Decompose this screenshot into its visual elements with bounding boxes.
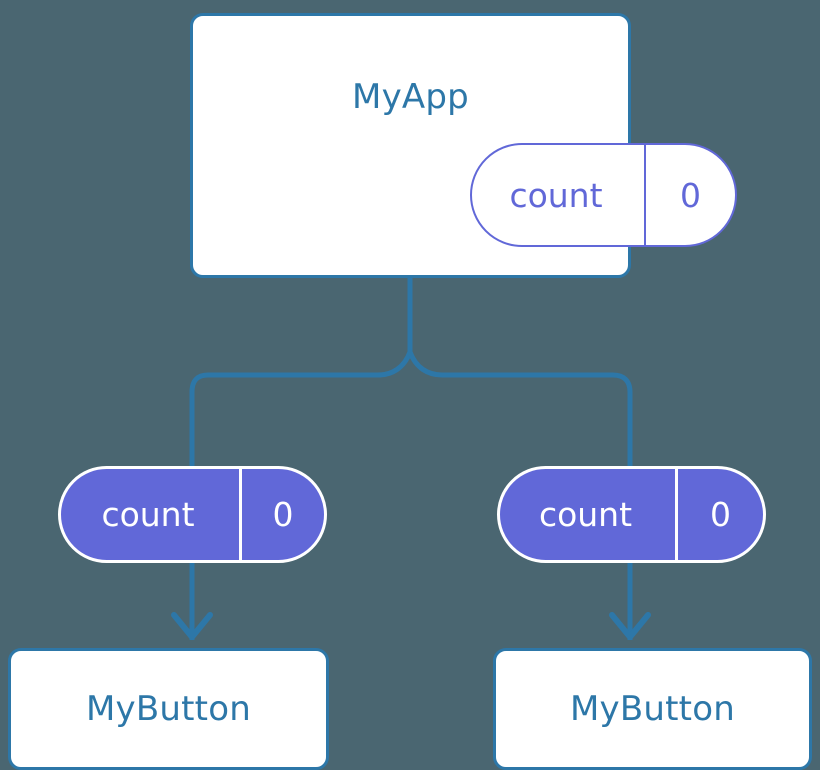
arrow-head-down-icon-left (171, 612, 213, 640)
component-title-mybutton: MyButton (86, 689, 251, 729)
component-node-myapp[interactable]: MyApp count 0 (190, 13, 737, 278)
state-pill-left[interactable]: count 0 (58, 466, 327, 563)
edge-fork-right (407, 349, 633, 469)
component-title-myapp: MyApp (352, 77, 469, 117)
state-pill-value: 0 (644, 145, 735, 245)
state-pill-root[interactable]: count 0 (470, 143, 737, 247)
state-pill-right[interactable]: count 0 (497, 466, 766, 563)
state-pill-key: count (509, 175, 603, 215)
state-pill-value: 0 (675, 469, 763, 560)
arrow-head-down-icon-right (609, 612, 651, 640)
state-pill-key: count (101, 495, 195, 534)
component-node-mybutton-right[interactable]: MyButton (493, 648, 812, 770)
component-title-mybutton: MyButton (570, 689, 735, 729)
edge-fork-left (189, 349, 413, 469)
state-pill-value: 0 (239, 469, 324, 560)
state-pill-key: count (538, 495, 633, 534)
component-node-mybutton-left[interactable]: MyButton (8, 648, 329, 770)
